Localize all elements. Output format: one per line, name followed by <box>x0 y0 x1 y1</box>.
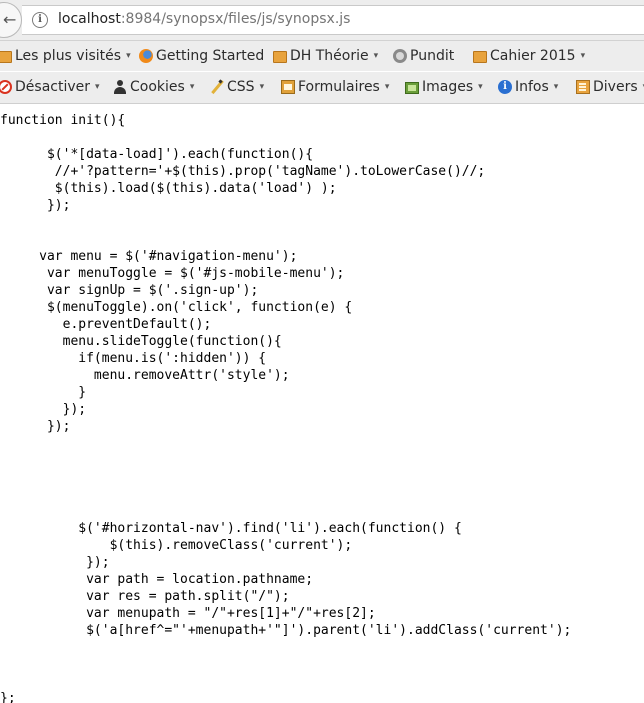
code-line: var path = location.pathname; <box>0 572 314 587</box>
chevron-down-icon: ▾ <box>259 82 265 92</box>
page-content: function init(){ $('*[data-load]').each(… <box>0 104 644 703</box>
code-line: }; <box>0 691 16 703</box>
code-line: e.preventDefault(); <box>0 317 212 332</box>
firefox-icon <box>139 49 153 63</box>
info-icon: i <box>498 80 512 94</box>
code-line: $(this).load($(this).data('load') ); <box>0 181 337 196</box>
menu-formulaires[interactable]: Formulaires ▾ <box>281 78 389 96</box>
code-line: if(menu.is(':hidden')) { <box>0 351 267 366</box>
navigation-bar: ← i localhost:8984/synopsx/files/js/syno… <box>0 0 644 41</box>
chevron-down-icon: ▾ <box>478 82 483 92</box>
user-icon <box>113 80 127 94</box>
bookmark-pundit[interactable]: Pundit <box>393 47 454 65</box>
chevron-down-icon: ▾ <box>384 82 390 92</box>
bookmark-label: DH Théorie <box>290 48 369 64</box>
menu-label: Images <box>422 79 474 95</box>
folder-icon <box>0 51 12 63</box>
code-line: menu.removeAttr('style'); <box>0 368 290 383</box>
code-line: var menu = $('#navigation-menu'); <box>0 249 298 264</box>
menu-css[interactable]: CSS ▾ <box>210 78 264 96</box>
menu-label: CSS <box>227 79 255 95</box>
code-line: }); <box>0 555 110 570</box>
disable-icon <box>0 80 12 94</box>
chevron-down-icon: ▾ <box>553 82 559 92</box>
code-line: function init(){ <box>0 113 126 128</box>
code-line: }); <box>0 198 71 213</box>
menu-images[interactable]: Images ▾ <box>405 78 483 96</box>
bookmarks-toolbar: Les plus visités ▾ Getting Started DH Th… <box>0 41 644 71</box>
folder-icon <box>273 51 287 63</box>
chevron-down-icon: ▾ <box>189 82 195 92</box>
menu-infos[interactable]: i Infos ▾ <box>498 78 558 96</box>
chevron-down-icon: ▾ <box>373 51 379 61</box>
code-line: menu.slideToggle(function(){ <box>0 334 282 349</box>
code-line: $('#horizontal-nav').find('li').each(fun… <box>0 521 462 536</box>
web-developer-toolbar: Désactiver ▾ Cookies ▾ CSS ▾ Formulaires… <box>0 72 644 104</box>
code-line: $('a[href^="'+menupath+'"]').parent('li'… <box>0 623 572 638</box>
url-path: :8984/synopsx/files/js/synopsx.js <box>120 11 351 27</box>
back-arrow-icon: ← <box>3 10 17 29</box>
code-line: $('*[data-load]').each(function(){ <box>0 147 314 162</box>
folder-icon <box>473 51 487 63</box>
wand-icon <box>210 80 224 94</box>
code-line: //+'?pattern='+$(this).prop('tagName').t… <box>0 164 486 179</box>
bookmark-getting-started[interactable]: Getting Started <box>139 47 264 65</box>
chevron-down-icon: ▾ <box>126 51 131 61</box>
back-button[interactable]: ← <box>0 2 22 38</box>
menu-desactiver[interactable]: Désactiver ▾ <box>0 78 100 96</box>
image-icon <box>405 82 419 94</box>
url-text[interactable]: localhost:8984/synopsx/files/js/synopsx.… <box>58 11 350 27</box>
chevron-down-icon: ▾ <box>95 82 100 92</box>
pundit-icon <box>393 49 407 63</box>
chevron-down-icon: ▾ <box>643 82 644 92</box>
code-line: }); <box>0 402 87 417</box>
bookmark-les-plus-visites[interactable]: Les plus visités ▾ <box>0 47 131 65</box>
menu-cookies[interactable]: Cookies ▾ <box>113 78 194 96</box>
url-bar[interactable]: i localhost:8984/synopsx/files/js/synops… <box>22 5 644 35</box>
bookmark-label: Pundit <box>410 48 455 64</box>
url-host: localhost <box>58 11 121 27</box>
list-icon <box>576 80 590 94</box>
menu-label: Infos <box>515 79 549 95</box>
code-line: $(menuToggle).on('click', function(e) { <box>0 300 353 315</box>
code-line: var res = path.split("/"); <box>0 589 290 604</box>
menu-label: Désactiver <box>15 79 90 95</box>
code-line: }); <box>0 419 71 434</box>
bookmark-label: Cahier 2015 <box>490 48 576 64</box>
menu-label: Formulaires <box>298 79 380 95</box>
menu-divers[interactable]: Divers ▾ <box>576 78 644 96</box>
code-line: var signUp = $('.sign-up'); <box>0 283 259 298</box>
code-line: } <box>0 385 87 400</box>
bookmark-cahier-2015[interactable]: Cahier 2015 ▾ <box>473 47 585 65</box>
bookmark-label: Getting Started <box>156 48 265 64</box>
menu-label: Divers <box>593 79 638 95</box>
site-info-icon[interactable]: i <box>32 12 48 28</box>
bookmark-dh-theorie[interactable]: DH Théorie ▾ <box>273 47 378 65</box>
code-line: var menupath = "/"+res[1]+"/"+res[2]; <box>0 606 376 621</box>
code-line: $(this).removeClass('current'); <box>0 538 353 553</box>
code-line: var menuToggle = $('#js-mobile-menu'); <box>0 266 345 281</box>
bookmark-label: Les plus visités <box>15 48 122 64</box>
chevron-down-icon: ▾ <box>580 51 586 61</box>
menu-label: Cookies <box>130 79 185 95</box>
form-icon <box>281 80 295 94</box>
